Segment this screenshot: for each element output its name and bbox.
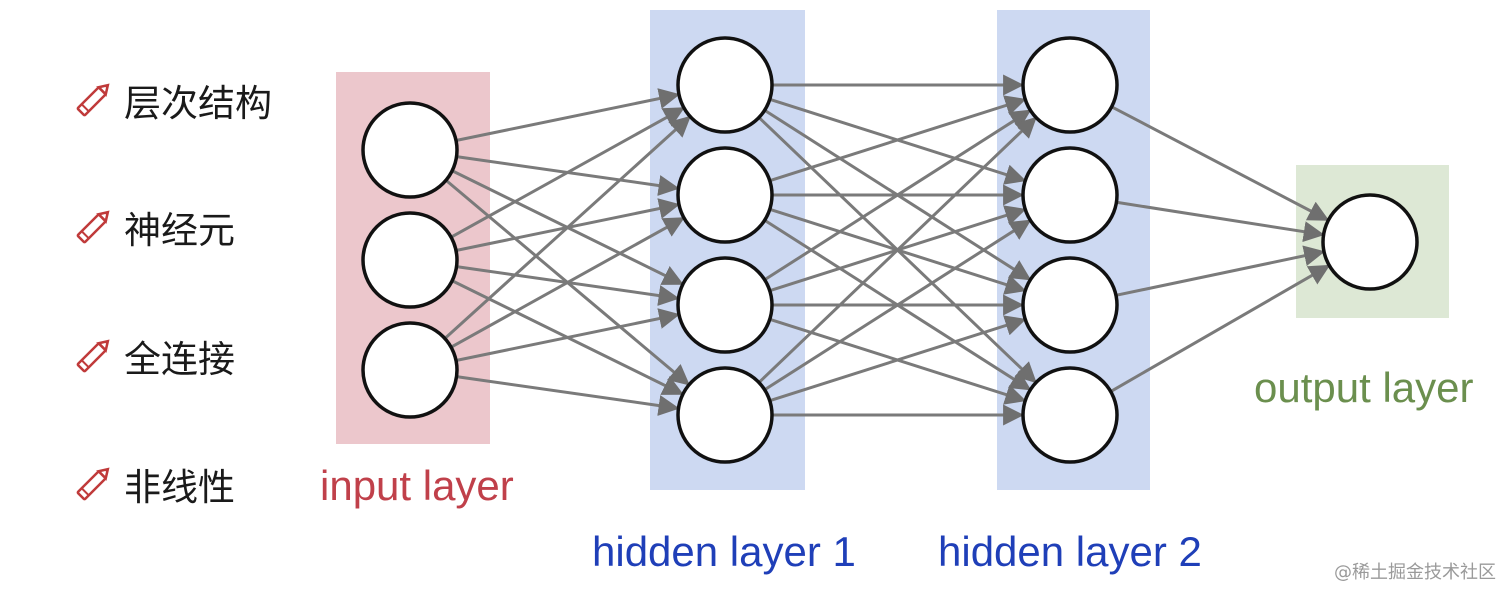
concept-label: 全连接: [124, 338, 235, 381]
pencil-icon: [76, 83, 110, 117]
connection-arrow: [450, 216, 685, 349]
neuron-node: [1021, 366, 1119, 464]
concept-label: 非线性: [124, 466, 235, 509]
neuron-node: [1021, 146, 1119, 244]
concept-label: 神经元: [124, 209, 235, 252]
connection-arrow: [769, 315, 1027, 403]
connection-arrow: [757, 116, 1037, 384]
connection-arrow: [455, 308, 681, 362]
connection-arrow: [763, 219, 1032, 391]
concept-item: 层次结构: [70, 70, 310, 130]
concept-item: 神经元: [70, 197, 310, 257]
pencil-icon: [76, 339, 110, 373]
neuron-node: [676, 36, 774, 134]
hidden-layer-2-label: hidden layer 2: [938, 528, 1202, 575]
neuron-node: [1321, 193, 1419, 291]
connection-arrow: [1110, 105, 1330, 222]
concept-item: 非线性: [70, 454, 310, 514]
connection-arrow: [456, 375, 680, 416]
connection-arrow: [450, 106, 685, 239]
neuron-node: [361, 101, 459, 199]
neuron-node: [676, 366, 774, 464]
connection-arrow: [1116, 200, 1325, 243]
input-layer-label: input layer: [320, 462, 514, 509]
connection-arrow: [443, 115, 691, 340]
connection-arrow: [769, 95, 1027, 183]
connection-arrow: [455, 88, 681, 142]
neuron-node: [1021, 256, 1119, 354]
pencil-icon: [76, 210, 110, 244]
watermark: @稀土掘金技术社区: [1334, 562, 1496, 583]
connection-arrow: [1109, 264, 1331, 393]
hidden-layer-1-label: hidden layer 1: [592, 528, 856, 575]
neuron-node: [676, 256, 774, 354]
neuron-node: [676, 146, 774, 244]
connection-arrow: [1115, 245, 1326, 297]
pencil-icon: [76, 467, 110, 501]
neuron-node: [361, 211, 459, 309]
concept-item: 全连接: [70, 326, 310, 386]
neuron-node: [1021, 36, 1119, 134]
concept-label: 层次结构: [124, 82, 272, 125]
connection-arrow: [763, 109, 1032, 281]
output-layer-label: output layer: [1254, 364, 1474, 411]
neuron-node: [361, 321, 459, 419]
